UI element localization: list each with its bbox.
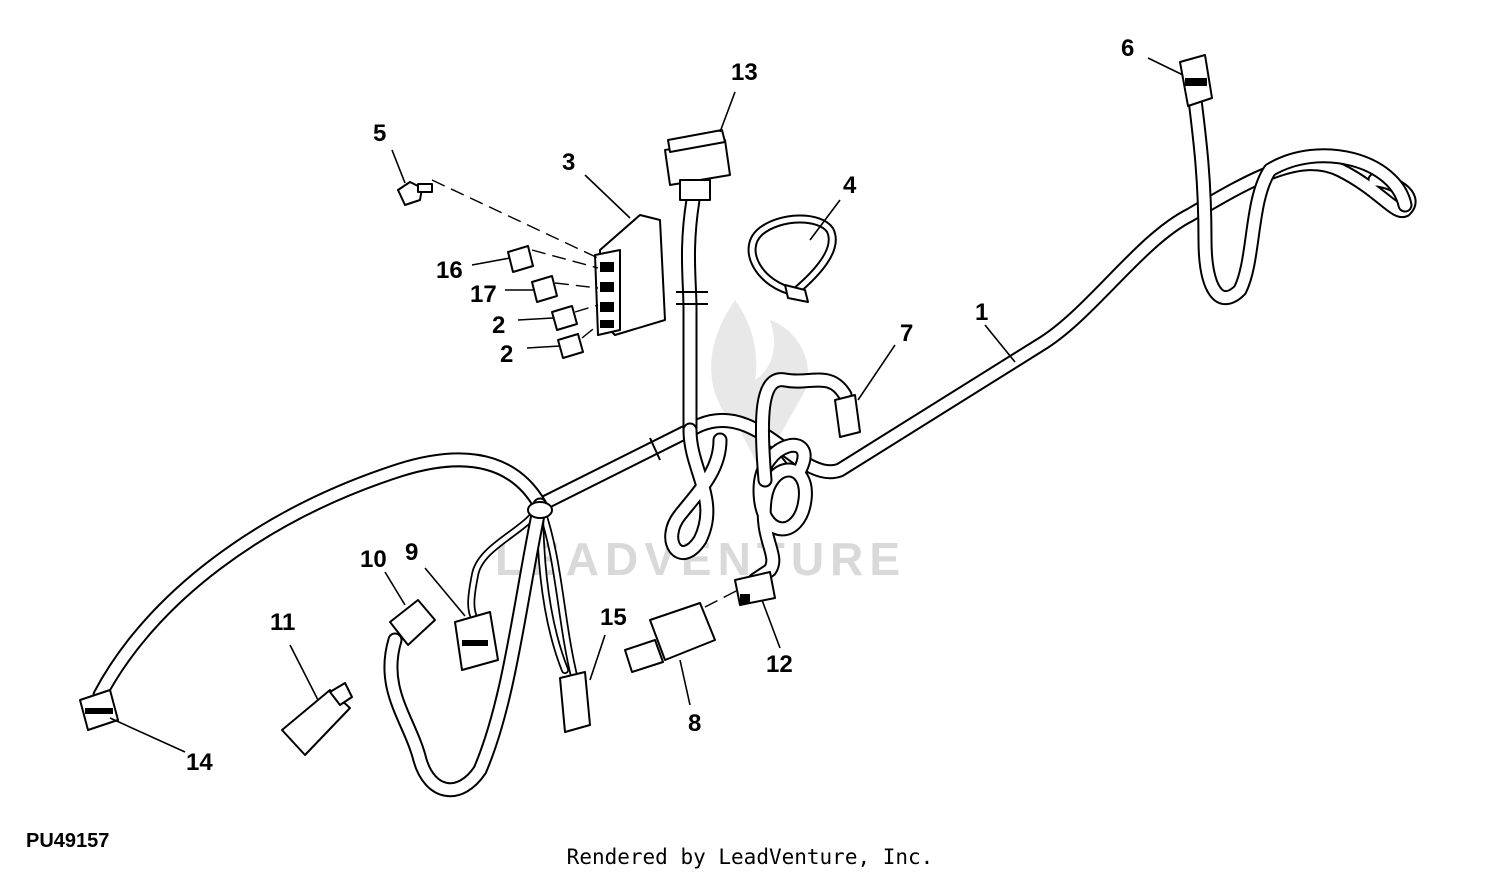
callout-11: 11 <box>270 609 295 636</box>
connector-12 <box>734 571 776 606</box>
diagram-id: PU49157 <box>26 830 110 852</box>
switch-8 <box>624 602 716 673</box>
connector-9 <box>454 611 499 671</box>
branch-to-7 <box>754 372 853 488</box>
fuse-2b <box>557 333 584 359</box>
callout-5: 5 <box>373 120 386 147</box>
callout-15: 15 <box>600 604 627 631</box>
connector-14 <box>79 689 119 731</box>
fuse-2a <box>551 305 578 331</box>
callout-7: 7 <box>900 320 913 347</box>
connector-6 <box>1179 54 1213 107</box>
switch-11 <box>281 682 353 756</box>
connector-13 <box>664 129 731 201</box>
connector-10 <box>389 599 436 646</box>
footer-credit: Rendered by LeadVenture, Inc. <box>566 845 934 869</box>
callout-3: 3 <box>562 149 575 176</box>
callout-9: 9 <box>405 539 418 566</box>
fuse-17 <box>531 275 558 303</box>
connector-7 <box>834 394 861 438</box>
fuse-16 <box>507 245 534 273</box>
connector-15 <box>559 671 591 733</box>
callout-6: 6 <box>1121 35 1134 62</box>
fuse-block-3 <box>594 214 666 336</box>
callout-2a: 2 <box>492 312 505 339</box>
screw-5 <box>397 181 433 206</box>
callout-17: 17 <box>470 281 497 308</box>
callout-labels: 1 2 2 3 4 5 6 7 8 9 10 11 12 13 14 15 16… <box>186 35 1134 776</box>
leader-lines <box>109 57 1184 753</box>
cable-tie-4 <box>747 214 837 303</box>
callout-2b: 2 <box>500 341 513 368</box>
callout-12: 12 <box>766 651 793 678</box>
branch-to-9-10-15 <box>383 497 579 798</box>
callout-8: 8 <box>688 710 701 737</box>
callout-13: 13 <box>731 59 758 86</box>
callout-4: 4 <box>843 172 857 199</box>
callout-1: 1 <box>975 299 988 326</box>
callout-10: 10 <box>360 546 387 573</box>
callout-14: 14 <box>186 749 213 776</box>
callout-16: 16 <box>436 257 463 284</box>
coil-branch <box>747 437 813 588</box>
